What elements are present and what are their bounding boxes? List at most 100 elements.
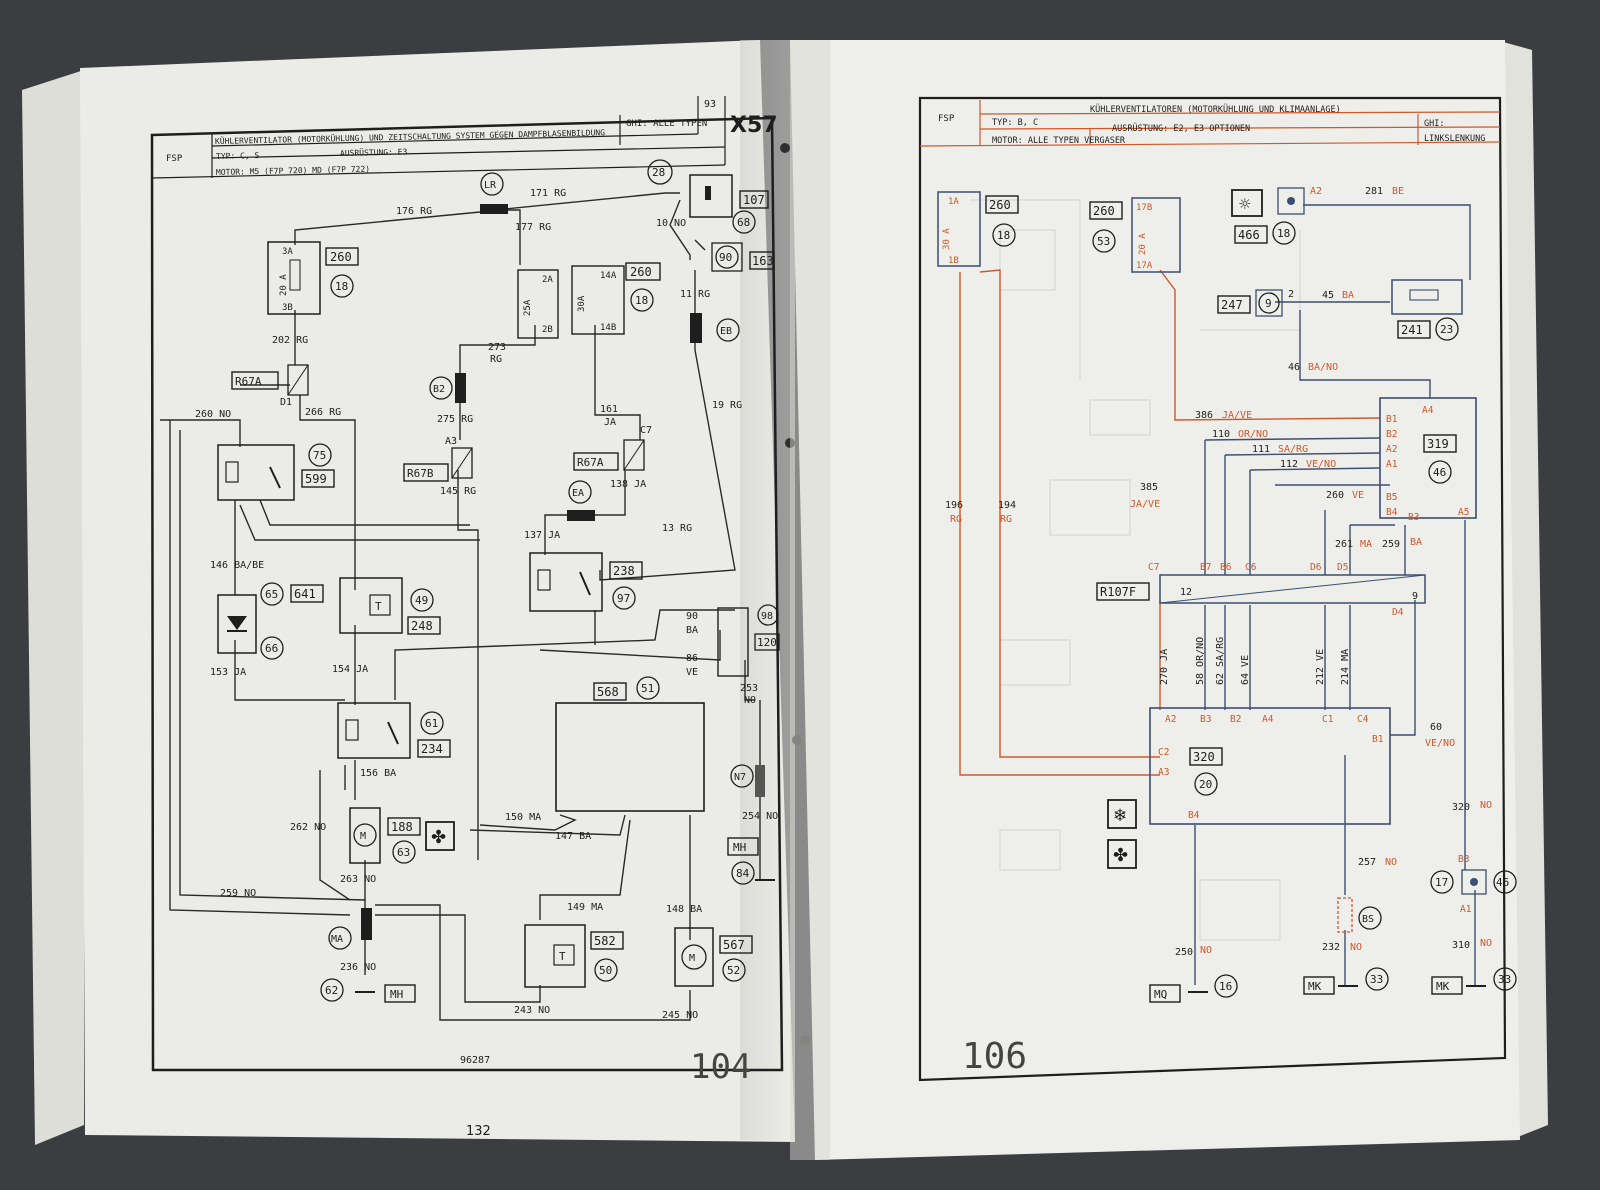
right-page-gutter-shade	[790, 40, 830, 1160]
connector-r107f-code: R107F	[1100, 585, 1136, 599]
left-header-page-code: 93	[704, 99, 716, 110]
ecu-pin-c2: C2	[1158, 747, 1169, 758]
fuse-box-30a	[571, 265, 625, 335]
lamp-466-pin: A2	[1310, 186, 1322, 197]
wire-111: 111	[1252, 444, 1270, 455]
switch-248-tag	[407, 616, 441, 635]
ground-mq-loc: 16	[1219, 980, 1232, 993]
warning-lamp-glyph: ☼	[1238, 195, 1251, 213]
right-diagram-frame	[918, 96, 1507, 1082]
relay-238-coil	[537, 569, 551, 591]
fuse-260-left	[267, 241, 321, 315]
shunt-r67a-2: R67A	[577, 456, 604, 469]
wire-275: 275 RG	[437, 414, 473, 425]
motor-567-loc: 52	[727, 964, 740, 977]
fuse-2b-label: 2B	[542, 325, 553, 335]
pin-b7: B7	[1200, 562, 1211, 573]
wire-86-color: VE	[686, 667, 698, 678]
switch-582-loc: 50	[599, 964, 612, 977]
diode-641-code: 641	[294, 587, 316, 601]
node-pin-b3: B3	[1458, 854, 1469, 865]
right-diagram-number: 106	[962, 1036, 1027, 1077]
wire-257: 257	[1358, 857, 1376, 868]
wire-13: 13 RG	[662, 523, 692, 534]
ecu-320-code: 320	[1193, 750, 1215, 764]
wire-156: 156 BA	[360, 768, 396, 779]
connector-n7-block	[755, 765, 765, 797]
ground-mk1: MK	[1308, 980, 1322, 993]
resistor-241	[1391, 279, 1463, 315]
fuse-box-25a	[517, 269, 559, 339]
ecu-pin-c1: C1	[1322, 714, 1334, 725]
wire-232-color: NO	[1350, 942, 1362, 953]
switch-582-tag	[590, 931, 624, 950]
node-pin-a1: A1	[1460, 904, 1472, 915]
pin-a5: A5	[1458, 507, 1469, 518]
relay-599-coil	[225, 461, 239, 483]
motor-567-loc-circle	[722, 958, 746, 982]
sensor-247-loc: 9	[1265, 297, 1272, 310]
relay-234-loc-circle	[420, 711, 444, 735]
ground-84-circle	[731, 861, 755, 885]
fuse-260-right-b-loc: 53	[1097, 235, 1110, 248]
fuse-top-label: 3A	[282, 247, 293, 257]
connector-b2: B2	[433, 384, 445, 395]
left-page: FSP KÜHLERVENTILATOR (MOTORKÜHLUNG) UND …	[80, 40, 810, 1142]
wire-154: 154 JA	[332, 664, 368, 675]
pin-c7: C7	[1148, 562, 1159, 573]
diode-66: 66	[265, 642, 278, 655]
relay-599-loc: 75	[313, 449, 326, 462]
wire-254: 254 NO	[742, 811, 778, 822]
connector-b2-circle	[429, 376, 453, 400]
sensor-247-tag	[1217, 295, 1251, 314]
fuse-260-right-b	[1131, 197, 1181, 273]
connector-163-tag	[749, 251, 775, 270]
left-header	[151, 96, 726, 179]
label-d1: D1	[280, 397, 292, 408]
diode-641	[217, 594, 257, 654]
node-17-dot	[1470, 878, 1478, 886]
wire-196-color: RG	[950, 514, 962, 525]
connector-98-box	[717, 607, 749, 677]
ecu-pin-b1: B1	[1372, 734, 1384, 745]
fan-icon-right	[1107, 839, 1137, 869]
wire-261: 261	[1335, 539, 1353, 550]
relay-238-switch	[579, 571, 591, 596]
ecu-319	[1379, 397, 1477, 519]
wire-138: 138 JA	[610, 479, 646, 490]
connector-120: 120	[757, 636, 777, 649]
battery-loc: 68	[737, 216, 750, 229]
wire-266: 266 RG	[305, 407, 341, 418]
connector-ma-circle	[328, 926, 352, 950]
fuse-1b-label: 1B	[948, 256, 959, 266]
diode-641-loc: 65	[265, 588, 278, 601]
motor-188	[349, 807, 381, 864]
node-28: 28	[652, 166, 665, 179]
wire-19: 19 RG	[712, 400, 742, 411]
ground-mk2: MK	[1436, 980, 1450, 993]
sensor-247-loc-circle	[1258, 292, 1280, 314]
wire-90-color: BA	[686, 625, 698, 636]
relay-599	[217, 444, 295, 501]
wire-45: 45	[1322, 290, 1334, 301]
relay-234-loc: 61	[425, 717, 438, 730]
resistor-241-tag	[1397, 320, 1431, 339]
fuse-bottom-label: 3B	[282, 303, 293, 313]
motor-188-loc-circle	[392, 840, 416, 864]
ground-mq-tag	[1149, 984, 1181, 1003]
wire-60: 60	[1430, 722, 1442, 733]
shunt-r67a-mid	[623, 439, 645, 471]
fuse-14b-label: 14B	[600, 323, 616, 333]
wire-64: 64 VE	[1240, 655, 1251, 685]
fuse-2a-label: 2A	[542, 275, 553, 285]
ecu-568-loc-circle	[636, 676, 660, 700]
warning-lamp-icon	[1231, 189, 1263, 217]
fuse-30a-label: 30A	[577, 295, 587, 312]
relay-234-tag	[417, 739, 451, 758]
right-header-title: KÜHLERVENTILATOREN (MOTORKÜHLUNG UND KLI…	[1090, 104, 1341, 115]
connector-90-circle	[715, 245, 739, 269]
shunt-r67a-top-diag	[287, 364, 309, 396]
pin-d6: D6	[1310, 562, 1322, 573]
right-header-type: TYP: B, C	[992, 118, 1038, 128]
connector-pin-12: 12	[1180, 587, 1192, 598]
